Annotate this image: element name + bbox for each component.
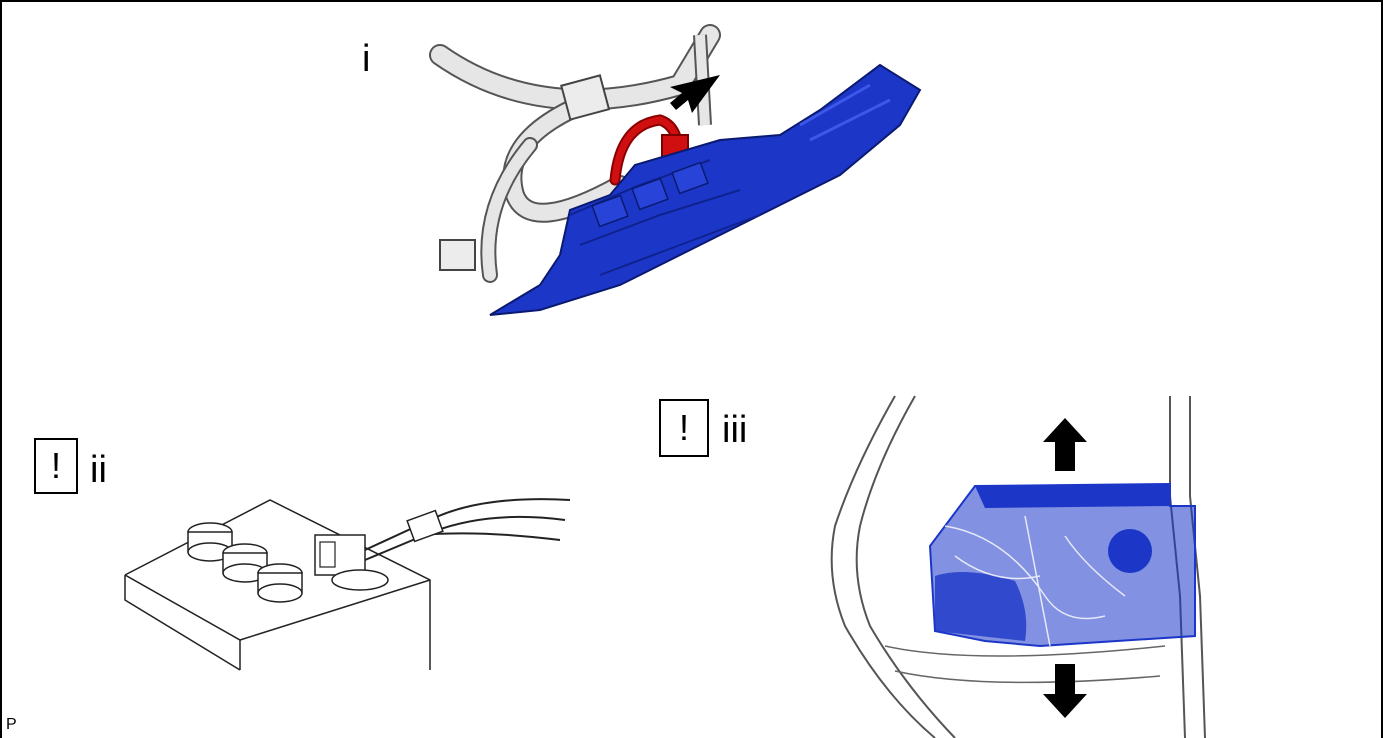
door-panel-illustration: [825, 396, 1225, 738]
battery-terminal-illustration: [120, 480, 580, 680]
panel-label-i: i: [362, 40, 370, 78]
down-arrow: [1043, 664, 1087, 718]
panel-label-iii: iii: [722, 411, 747, 449]
battery-cable: [365, 499, 570, 560]
harness-connector: [561, 75, 609, 119]
caution-box-iii: !: [659, 399, 709, 457]
panel-label-ii: ii: [90, 451, 107, 489]
switch-panel-illustration: [420, 15, 950, 345]
footer-code: P: [6, 716, 17, 734]
speaker-hole: [1108, 529, 1152, 573]
battery-cell-caps: [188, 523, 302, 602]
harness-clip: [440, 240, 475, 270]
caution-box-ii: !: [34, 438, 78, 494]
up-arrow: [1043, 418, 1087, 471]
